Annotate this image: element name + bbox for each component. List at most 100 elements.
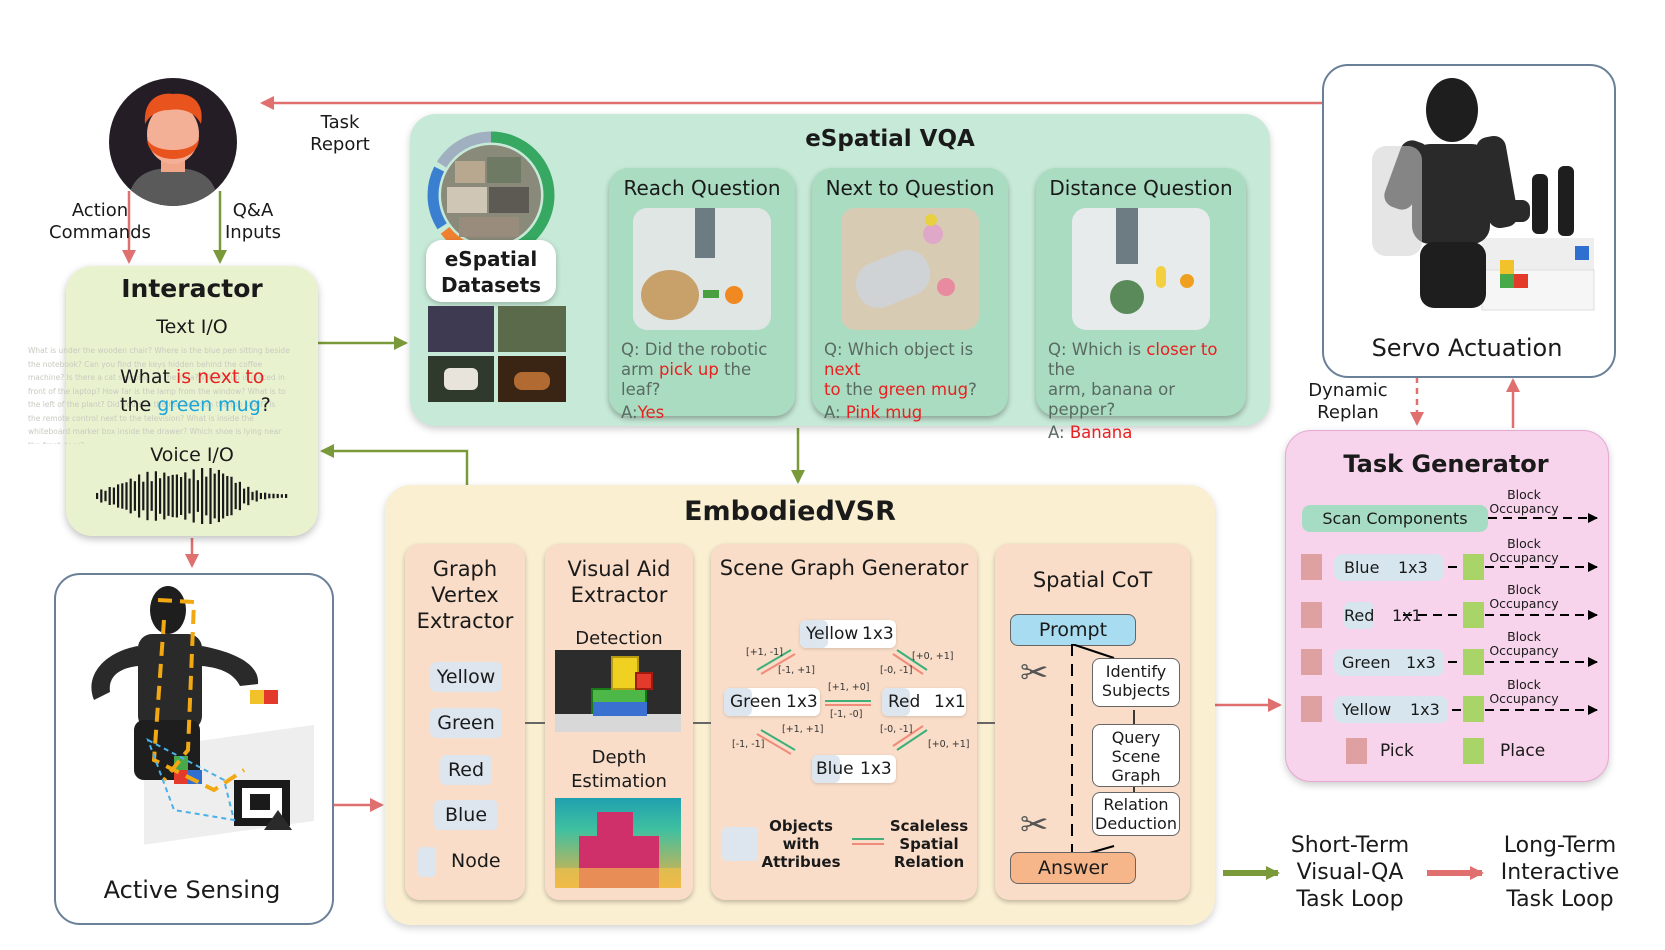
- occupancy-3-line1: Block: [1507, 582, 1541, 597]
- pick-swatch-yellow: [1301, 696, 1322, 722]
- query-line2: Scene: [1111, 747, 1161, 766]
- relation-legend-line2: Spatial: [899, 835, 959, 853]
- sg-node-blue-size: 1x3: [860, 759, 892, 779]
- reach-q-line1: Q: Did the robotic: [621, 340, 768, 359]
- next-q-line2-b: the: [840, 380, 879, 399]
- prompt-box: Prompt: [1010, 614, 1136, 646]
- vqa-title: eSpatial VQA: [805, 126, 975, 152]
- depth-label-line1: Depth: [591, 747, 647, 768]
- dynamic-replan-line2: Replan: [1317, 402, 1379, 423]
- task-report-line2: Report: [310, 134, 370, 155]
- next-q-line2-d: ?: [968, 380, 977, 399]
- place-swatch-blue: [1463, 554, 1484, 580]
- dataset-photo-4: [498, 356, 566, 402]
- vsr-connector-1: [525, 722, 545, 724]
- distance-q-line1: Q: Which is closer to the: [1048, 340, 1246, 380]
- objects-legend-line3: Attribues: [761, 853, 841, 871]
- user-avatar: [107, 76, 239, 208]
- node-legend-swatch: [418, 847, 436, 877]
- detection-label: Detection: [575, 628, 663, 649]
- objects-legend-line2: with: [782, 835, 820, 853]
- task-report-line1: Task: [320, 112, 360, 133]
- task-row-blue-color: Blue: [1344, 558, 1380, 577]
- edge-label-10: [+0, +1]: [928, 739, 970, 750]
- dataset-photo-2: [498, 306, 566, 352]
- gve-title: Graph Vertex Extractor: [405, 556, 525, 634]
- action-commands-label: Action Commands: [40, 200, 160, 244]
- dataset-photo-grid: [428, 306, 566, 402]
- next-q-line2: to the green mug?: [824, 380, 1008, 400]
- sg-node-yellow-size: 1x3: [862, 624, 894, 644]
- gve-title-line2: Vertex: [431, 583, 499, 607]
- query-line1: Query: [1111, 728, 1161, 747]
- distance-answer-prefix: A:: [1048, 423, 1070, 442]
- distance-question-title: Distance Question: [1049, 176, 1233, 200]
- scissors-icon: ✂: [1020, 653, 1049, 693]
- next-q-line1-b: next: [824, 360, 861, 379]
- distance-q-line1-b: closer to: [1146, 340, 1218, 359]
- depth-map-image: [555, 798, 681, 888]
- objects-legend-line1: Objects: [769, 817, 833, 835]
- vae-title-line1: Visual Aid: [567, 557, 671, 581]
- vae-title: Visual Aid Extractor: [545, 556, 693, 608]
- interactor-background-text: What is under the wooden chair? Where is…: [28, 346, 290, 444]
- relation-line2: Deduction: [1095, 814, 1177, 833]
- distance-q-line1-c: the: [1048, 360, 1076, 379]
- edge-label-2: [-1, +1]: [778, 665, 815, 676]
- task-row-green-color: Green: [1342, 653, 1391, 672]
- task-row-yellow-size: 1x3: [1410, 700, 1440, 719]
- task-row-yellow-color: Yellow: [1342, 700, 1392, 719]
- pick-swatch-red: [1301, 602, 1322, 628]
- next-answer: A: Pink mug: [824, 403, 1008, 423]
- short-term-line3: Task Loop: [1296, 887, 1404, 912]
- reach-q-line2-a: arm: [621, 360, 659, 379]
- next-to-question-text: Q: Which object is next to the green mug…: [824, 340, 1008, 423]
- pick-legend-swatch: [1346, 738, 1367, 764]
- edge-label-1: [+1, -1]: [746, 647, 783, 658]
- next-to-question-title: Next to Question: [825, 176, 995, 200]
- spatial-cot-panel: [995, 544, 1190, 900]
- place-legend-swatch: [1463, 738, 1484, 764]
- sg-node-green-name: Green: [730, 692, 782, 712]
- reach-answer-prefix: A:: [621, 403, 638, 422]
- sg-node-green-size: 1x3: [786, 692, 818, 712]
- edge-label-8: [-1, -1]: [732, 739, 765, 750]
- place-swatch-yellow: [1463, 696, 1484, 722]
- distance-question-card: Distance Question Q: Which is closer to …: [1036, 168, 1246, 442]
- task-row-green-size: 1x3: [1406, 653, 1436, 672]
- node-legend-label: Node: [451, 850, 501, 872]
- relation-legend-line1: Scaleless: [889, 817, 969, 835]
- vertex-yellow: Yellow: [430, 662, 502, 692]
- identify-line2: Subjects: [1101, 681, 1171, 700]
- distance-question-photo: [1072, 208, 1210, 330]
- query-scene-graph-box: Query Scene Graph: [1092, 724, 1180, 787]
- interactor-question: What is next to the green mug?: [120, 363, 310, 419]
- reach-question-card: Reach Question Q: Did the robotic arm pi…: [609, 168, 795, 422]
- action-commands-line2: Commands: [49, 222, 151, 243]
- distance-answer-value: Banana: [1069, 423, 1133, 442]
- qa-inputs-line2: Inputs: [225, 222, 281, 243]
- dataset-photo-1: [428, 306, 494, 352]
- task-row-yellow: Yellow 1x3: [1334, 696, 1448, 723]
- short-term-loop-label: Short-Term Visual-QA Task Loop: [1280, 832, 1420, 913]
- next-to-question-card: Next to Question Q: Which object is next…: [812, 168, 1008, 422]
- dataset-photo-3: [428, 356, 494, 402]
- dynamic-replan-line1: Dynamic: [1308, 380, 1388, 401]
- interactor-panel: [66, 266, 318, 536]
- place-swatch-red: [1463, 602, 1484, 628]
- qa-inputs-line1: Q&A: [232, 200, 274, 221]
- occupancy-1-line1: Block: [1507, 487, 1541, 502]
- pick-swatch-blue: [1301, 554, 1322, 580]
- sg-node-red-size: 1x1: [934, 692, 966, 712]
- vertex-red: Red: [440, 755, 492, 785]
- dynamic-replan-label: Dynamic Replan: [1298, 380, 1398, 424]
- next-answer-prefix: A:: [824, 403, 846, 422]
- embodiedvsr-title: EmbodiedVSR: [684, 496, 896, 527]
- query-line3: Graph: [1111, 766, 1161, 785]
